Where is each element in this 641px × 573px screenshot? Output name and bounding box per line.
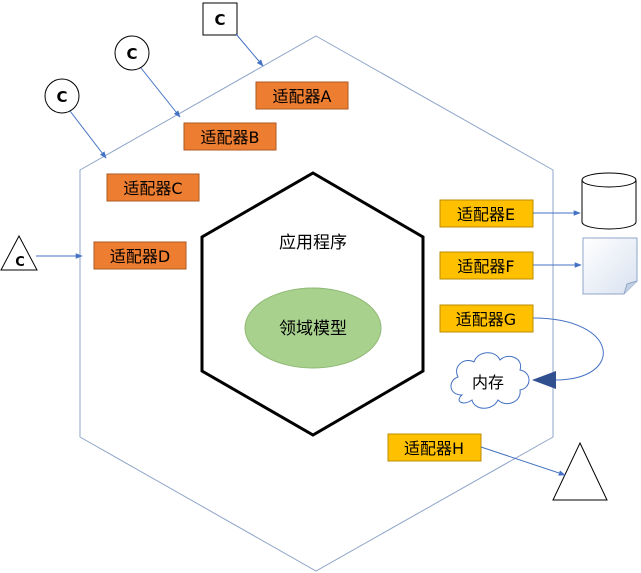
adapter-b-label: 适配器B bbox=[201, 128, 260, 147]
arrow-circle-left-to-hex bbox=[69, 110, 107, 159]
document-icon bbox=[582, 237, 638, 295]
outer-hexagon bbox=[79, 35, 554, 572]
adapter-c-box bbox=[106, 173, 200, 202]
adapter-e-box bbox=[439, 199, 534, 228]
client-triangle bbox=[0, 234, 38, 271]
database-icon bbox=[581, 172, 637, 230]
adapter-d-label: 适配器D bbox=[110, 247, 170, 266]
domain-model-ellipse bbox=[244, 287, 382, 369]
arrow-g-to-memory-head bbox=[532, 371, 556, 389]
arrow-circle-top-to-hex bbox=[140, 67, 181, 118]
adapter-c-label: 适配器C bbox=[123, 179, 182, 198]
adapter-e-label: 适配器E bbox=[457, 205, 515, 224]
client-circle-left-label: C bbox=[56, 88, 67, 106]
adapter-a-box bbox=[255, 81, 349, 110]
client-circle-left bbox=[44, 78, 80, 114]
triangle-target-icon bbox=[552, 441, 608, 501]
application-label: 应用程序 bbox=[279, 233, 347, 253]
client-square bbox=[202, 2, 238, 36]
client-circle-top-label: C bbox=[126, 45, 137, 63]
arrow-g-to-memory bbox=[532, 317, 604, 381]
adapter-f-box bbox=[439, 251, 534, 280]
memory-cloud-icon bbox=[450, 352, 530, 409]
adapter-g-label: 适配器G bbox=[456, 310, 516, 329]
memory-label: 内存 bbox=[472, 373, 504, 392]
client-circle-top bbox=[114, 35, 150, 71]
adapter-f-label: 适配器F bbox=[457, 257, 514, 276]
adapter-h-label: 适配器H bbox=[404, 439, 464, 458]
client-square-label: C bbox=[214, 11, 225, 29]
domain-model-label: 领域模型 bbox=[279, 319, 347, 339]
adapter-b-box bbox=[183, 122, 277, 151]
adapter-h-box bbox=[387, 433, 482, 462]
adapter-d-box bbox=[93, 241, 187, 270]
arrow-square-to-hex bbox=[235, 33, 264, 67]
adapter-g-box bbox=[439, 304, 534, 333]
adapter-a-label: 适配器A bbox=[273, 87, 332, 106]
client-triangle-label: C bbox=[15, 255, 25, 270]
arrow-h-to-triangle bbox=[480, 446, 566, 476]
